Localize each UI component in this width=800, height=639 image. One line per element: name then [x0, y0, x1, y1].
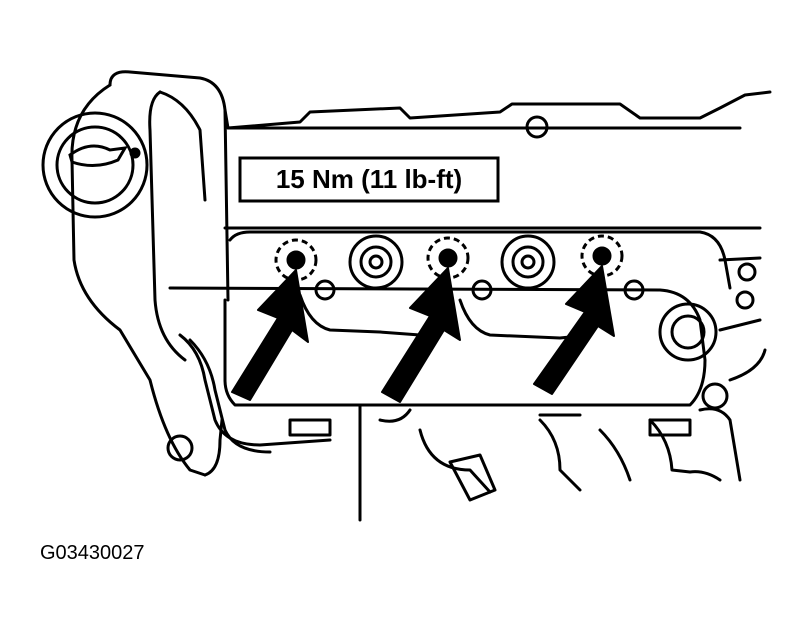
oil-filler-boss	[658, 302, 718, 362]
plug-well-4	[500, 234, 556, 290]
plug-wells	[348, 234, 718, 362]
cover-bolts	[166, 115, 757, 462]
cover-bolt-1	[525, 115, 549, 139]
cover-bolt-3	[701, 382, 729, 410]
valve-cover-left-edge	[148, 90, 187, 362]
coil-bolts	[274, 234, 645, 301]
cover-bolt-2	[166, 434, 194, 462]
cover-bolt-5	[735, 290, 755, 310]
arrow-icon	[381, 267, 461, 403]
cover-bolt-4	[737, 262, 757, 282]
oil-cap-icon	[41, 111, 149, 219]
valve-cover-outline	[108, 70, 772, 130]
arrow-icon	[231, 269, 309, 401]
plug-well-2	[348, 234, 404, 290]
arrow-icon	[533, 265, 615, 395]
wire-harness	[178, 333, 332, 447]
figure-id: G03430027	[40, 542, 145, 564]
left-bracket	[70, 83, 207, 477]
spark-plug-rail	[168, 286, 707, 407]
torque-callout: 15 Nm (11 lb-ft)	[275, 164, 463, 194]
torque-callout-box	[238, 156, 500, 203]
